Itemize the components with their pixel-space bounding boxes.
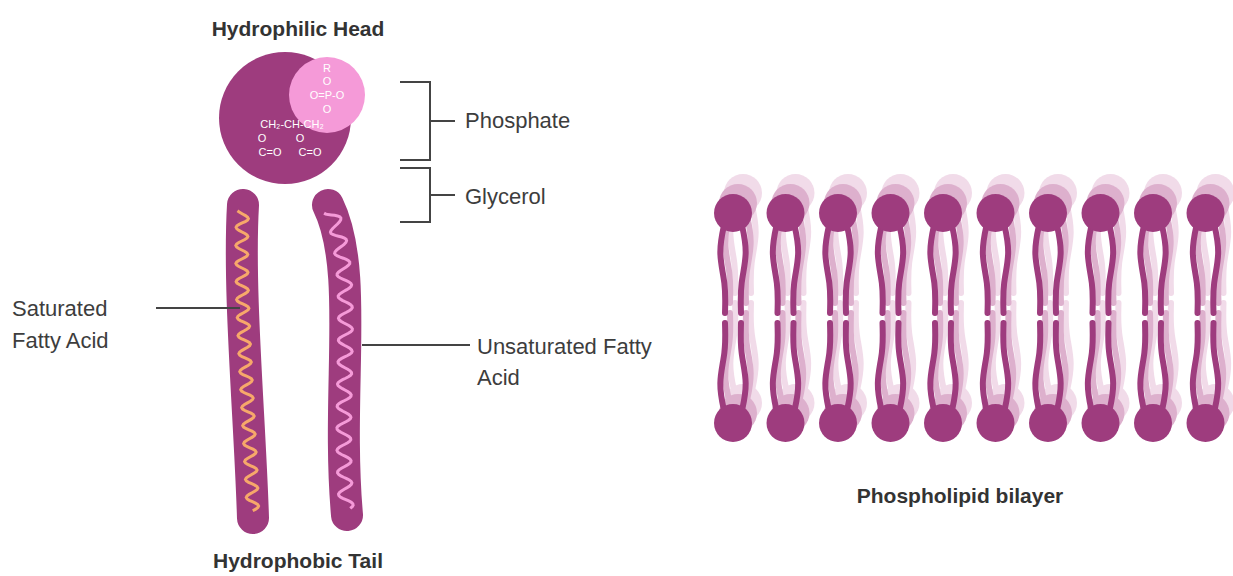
chem-formula: CH₂-CH-CH₂ — [260, 118, 324, 130]
lipid-tail — [1193, 323, 1198, 415]
lipid-head — [1134, 404, 1172, 442]
lipid-head — [767, 404, 805, 442]
lipid-tail — [898, 221, 903, 313]
lipid-head — [714, 194, 752, 232]
lipid-tail — [1108, 221, 1113, 313]
phospholipid-molecule — [219, 52, 365, 518]
lipid-tail — [1035, 221, 1040, 313]
lipid-head — [1029, 404, 1067, 442]
lipid-tail — [846, 323, 851, 415]
lipid-tail — [720, 323, 725, 415]
lipid-tail — [878, 221, 883, 313]
heading: Hydrophobic Tail — [213, 546, 383, 576]
lipid-tail — [1088, 221, 1093, 313]
lipid-head — [1082, 404, 1120, 442]
lipid-tail — [846, 221, 851, 313]
lipid-tail — [1193, 221, 1198, 313]
leader-line — [156, 307, 240, 309]
fatty-acid-chain — [236, 211, 259, 511]
lipid-tail — [1003, 221, 1008, 313]
lipid-head — [714, 404, 752, 442]
lipid-head — [872, 404, 910, 442]
chem-formula: C=O — [259, 146, 282, 158]
lipid-tail — [1213, 221, 1218, 313]
lipid-tail — [1108, 323, 1113, 415]
lipid-head — [1082, 194, 1120, 232]
glycerol-bracket — [400, 168, 455, 222]
lipid-tail — [951, 323, 956, 415]
lipid-tail — [825, 323, 830, 415]
lipid-tail — [1056, 323, 1061, 415]
heading: Hydrophilic Head — [212, 14, 385, 44]
lipid-head — [819, 404, 857, 442]
lipid-tail — [983, 323, 988, 415]
lipid-tail — [930, 221, 935, 313]
lipid-tail — [930, 323, 935, 415]
lipid-tail — [878, 323, 883, 415]
lipid-tail — [1213, 323, 1218, 415]
chem-formula: R — [323, 62, 331, 74]
lipid-tail — [741, 323, 746, 415]
phosphate-bracket — [400, 82, 455, 160]
chem-formula: O — [258, 132, 267, 144]
lipid-head — [1134, 194, 1172, 232]
brackets — [156, 82, 470, 345]
lipid-head — [924, 404, 962, 442]
lipid-tail — [1161, 323, 1166, 415]
heading: Phospholipid bilayer — [855, 480, 1065, 511]
lipid-tail — [1056, 221, 1061, 313]
lipid-tail — [1161, 221, 1166, 313]
lipid-tail — [793, 323, 798, 415]
lipid-tail — [898, 323, 903, 415]
lipid-tail — [1088, 323, 1093, 415]
lipid-head — [1187, 404, 1225, 442]
lipid-tail — [773, 221, 778, 313]
lipid-head — [1029, 194, 1067, 232]
lipid-head — [977, 404, 1015, 442]
fatty-acid-chain — [324, 213, 353, 508]
part-label: Unsaturated Fatty Acid — [477, 331, 652, 393]
part-label: Glycerol — [465, 182, 546, 212]
lipid-head — [767, 194, 805, 232]
chem-formula: O — [296, 132, 305, 144]
chem-formula: O — [323, 103, 332, 115]
lipid-tail — [720, 221, 725, 313]
lipid-tail — [951, 221, 956, 313]
lipid-head — [872, 194, 910, 232]
lipid-tail — [825, 221, 830, 313]
bilayer-layer — [719, 184, 1230, 432]
part-label: Phosphate — [465, 106, 570, 136]
bilayer-layer — [724, 174, 1233, 422]
chem-formula: C=O — [299, 146, 322, 158]
lipid-tail — [1035, 323, 1040, 415]
bilayer-layer — [714, 194, 1225, 442]
lipid-tail — [741, 221, 746, 313]
chem-formula: O=P-O — [310, 89, 345, 101]
chem-formula: O — [323, 75, 332, 87]
part-label: Saturated Fatty Acid — [12, 293, 162, 357]
lipid-head — [819, 194, 857, 232]
lipid-tail — [773, 323, 778, 415]
lipid-tail — [1140, 323, 1145, 415]
leader-line — [362, 344, 470, 346]
lipid-head — [977, 194, 1015, 232]
lipid-tail — [1140, 221, 1145, 313]
lipid-head — [1187, 194, 1225, 232]
bilayer-illustration — [714, 174, 1233, 442]
lipid-tail — [983, 221, 988, 313]
lipid-head — [924, 194, 962, 232]
lipid-tail — [793, 221, 798, 313]
lipid-tail — [1003, 323, 1008, 415]
